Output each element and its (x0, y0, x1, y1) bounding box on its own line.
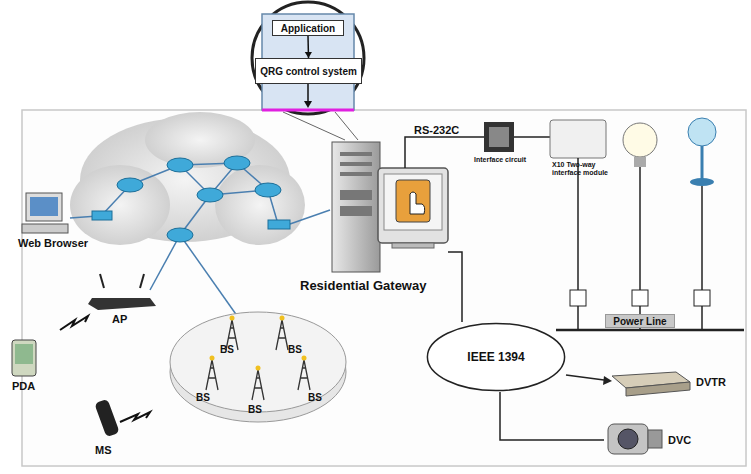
node-text: IEEE 1394 (467, 350, 524, 364)
station-label: BS (288, 344, 302, 355)
module-label: Interface circuit (474, 156, 526, 163)
tower-light (256, 366, 261, 371)
bus-ellipse: IEEE 1394 (426, 322, 566, 392)
device-label: DVTR (696, 376, 726, 388)
tower-light (210, 356, 215, 361)
module-label: X10 Two-way interface module (552, 161, 610, 176)
control-system-box: QRG control system (255, 58, 362, 84)
flow-arrow (305, 36, 312, 58)
tower-symbol (298, 360, 310, 390)
device-label: DVC (668, 434, 691, 446)
tower-symbol (206, 360, 218, 390)
station-label: BS (308, 392, 322, 403)
tower-symbol (252, 370, 264, 400)
gateway-label: Residential Gateway (300, 278, 426, 293)
power-line-tag: Power Line (605, 314, 675, 328)
device-label: PDA (12, 380, 35, 392)
node-text: Power Line (613, 316, 666, 327)
device-label: Web Browser (18, 237, 88, 249)
device-label: MS (95, 444, 112, 456)
node-text: Application (281, 23, 335, 34)
station-label: BS (196, 392, 210, 403)
port-label: RS-232C (414, 124, 459, 136)
node-text: QRG control system (260, 66, 357, 77)
tower-light (302, 356, 307, 361)
tower-symbol (276, 320, 288, 350)
application-box: Application (272, 20, 344, 36)
device-label: AP (112, 313, 127, 325)
station-label: BS (220, 344, 234, 355)
station-label: BS (248, 404, 262, 415)
tower-light (280, 316, 285, 321)
tower-light (230, 316, 235, 321)
